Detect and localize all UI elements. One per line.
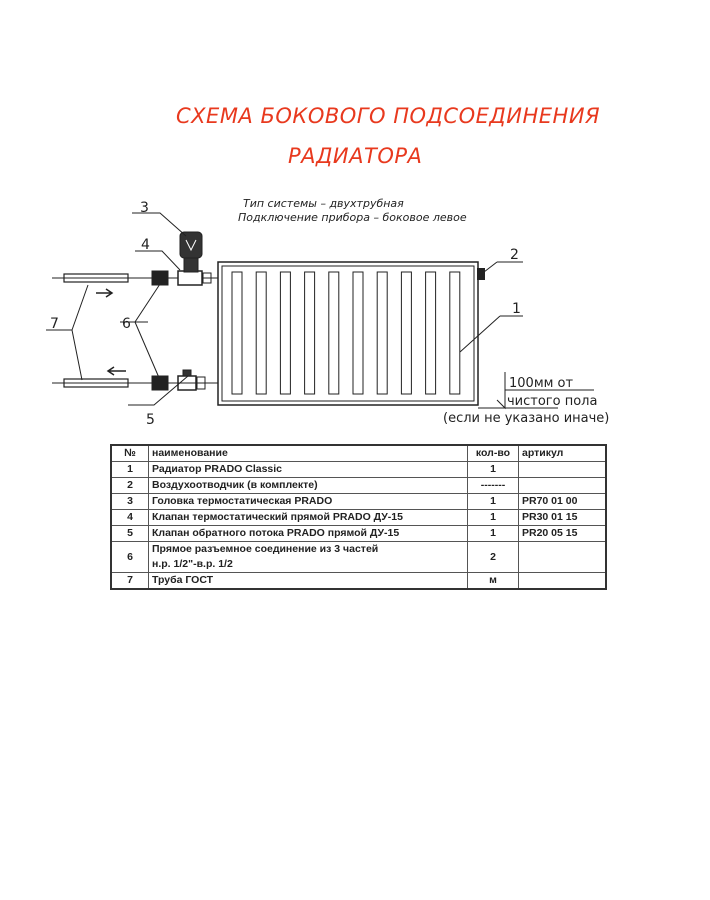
- table-row: 2 Воздухоотводчик (в комплекте) -------: [110, 477, 607, 494]
- row-qty: 1: [467, 493, 519, 510]
- row-qty: 1: [467, 509, 519, 526]
- row-qty: 1: [467, 525, 519, 542]
- radiator: [217, 261, 479, 406]
- header-article: артикул: [518, 444, 607, 462]
- row-qty: 1: [467, 461, 519, 478]
- header-qty: кол-во: [467, 444, 519, 462]
- header-name: наименование: [148, 444, 468, 462]
- return-line: [52, 369, 218, 391]
- callout-4: 4: [141, 237, 150, 253]
- row-name-2: н.р. 1/2"-в.р. 1/2: [152, 558, 233, 570]
- row-no: 1: [110, 461, 149, 478]
- row-name: Головка термостатическая PRADO: [152, 495, 333, 507]
- callout-2: 2: [510, 247, 519, 263]
- radiator-section: [425, 271, 437, 395]
- row-article: [518, 477, 607, 494]
- row-name: Воздухоотводчик (в комплекте): [152, 479, 318, 491]
- row-article: [518, 572, 607, 590]
- system-type-note: Тип системы – двухтрубная: [243, 197, 404, 210]
- row-no: 6: [110, 541, 149, 573]
- arrow-left-icon: [106, 366, 126, 376]
- row-name-cell: Воздухоотводчик (в комплекте): [148, 477, 468, 494]
- row-article: PR70 01 00: [518, 493, 607, 510]
- arrow-right-icon: [96, 288, 114, 298]
- table-row: 1 Радиатор PRADO Classic 1: [110, 461, 607, 478]
- row-name-cell: Головка термостатическая PRADO: [148, 493, 468, 510]
- supply-line: [52, 231, 218, 286]
- radiator-section: [328, 271, 340, 395]
- row-name-cell: Радиатор PRADO Classic: [148, 461, 468, 478]
- row-article: [518, 541, 607, 573]
- row-article: [518, 461, 607, 478]
- row-qty: 2: [467, 541, 519, 573]
- row-name: Труба ГОСТ: [152, 574, 214, 586]
- parts-table: № наименование кол-во артикул 1 Радиатор…: [110, 444, 607, 590]
- radiator-section: [304, 271, 316, 395]
- row-no: 3: [110, 493, 149, 510]
- row-name-cell: Прямое разъемное соединение из 3 частей н…: [148, 541, 468, 573]
- callout-1: 1: [512, 301, 521, 317]
- row-name-cell: Клапан термостатический прямой PRADO ДУ-…: [148, 509, 468, 526]
- row-qty: -------: [467, 477, 519, 494]
- row-no: 7: [110, 572, 149, 590]
- floor-note-line-3: (если не указано иначе): [443, 411, 609, 426]
- radiator-section: [376, 271, 388, 395]
- row-name-cell: Клапан обратного потока PRADO прямой ДУ-…: [148, 525, 468, 542]
- row-name: Клапан термостатический прямой PRADO ДУ-…: [152, 511, 403, 523]
- row-no: 4: [110, 509, 149, 526]
- radiator-section: [352, 271, 364, 395]
- radiator-section: [279, 271, 291, 395]
- radiator-section: [449, 271, 461, 395]
- table-row: 7 Труба ГОСТ м: [110, 572, 607, 590]
- floor-note-line-1: 100мм от: [509, 376, 574, 391]
- callout-6: 6: [122, 316, 131, 332]
- callout-7: 7: [50, 316, 59, 332]
- air-vent: [477, 268, 485, 280]
- radiator-section: [400, 271, 412, 395]
- radiator-section: [231, 271, 243, 395]
- row-name: Прямое разъемное соединение из 3 частей: [152, 543, 379, 555]
- row-article: PR20 05 15: [518, 525, 607, 542]
- header-no: №: [110, 444, 149, 462]
- table-row: 4 Клапан термостатический прямой PRADO Д…: [110, 509, 607, 526]
- floor-note-line-2: чистого пола: [507, 394, 597, 409]
- table-row: 3 Головка термостатическая PRADO 1 PR70 …: [110, 493, 607, 510]
- row-no: 5: [110, 525, 149, 542]
- row-no: 2: [110, 477, 149, 494]
- table-row: 6 Прямое разъемное соединение из 3 часте…: [110, 541, 607, 573]
- connection-note: Подключение прибора – боковое левое: [238, 211, 467, 224]
- table-row: 5 Клапан обратного потока PRADO прямой Д…: [110, 525, 607, 542]
- row-name: Клапан обратного потока PRADO прямой ДУ-…: [152, 527, 400, 539]
- callout-3: 3: [140, 200, 149, 216]
- radiator-section: [255, 271, 267, 395]
- title-line-1: СХЕМА БОКОВОГО ПОДСОЕДИНЕНИЯ: [176, 104, 601, 128]
- table-header-row: № наименование кол-во артикул: [110, 444, 607, 462]
- title-line-2: РАДИАТОРА: [288, 144, 423, 168]
- row-article: PR30 01 15: [518, 509, 607, 526]
- row-qty: м: [467, 572, 519, 590]
- row-name: Радиатор PRADO Classic: [152, 463, 283, 475]
- callout-5: 5: [146, 412, 155, 428]
- row-name-cell: Труба ГОСТ: [148, 572, 468, 590]
